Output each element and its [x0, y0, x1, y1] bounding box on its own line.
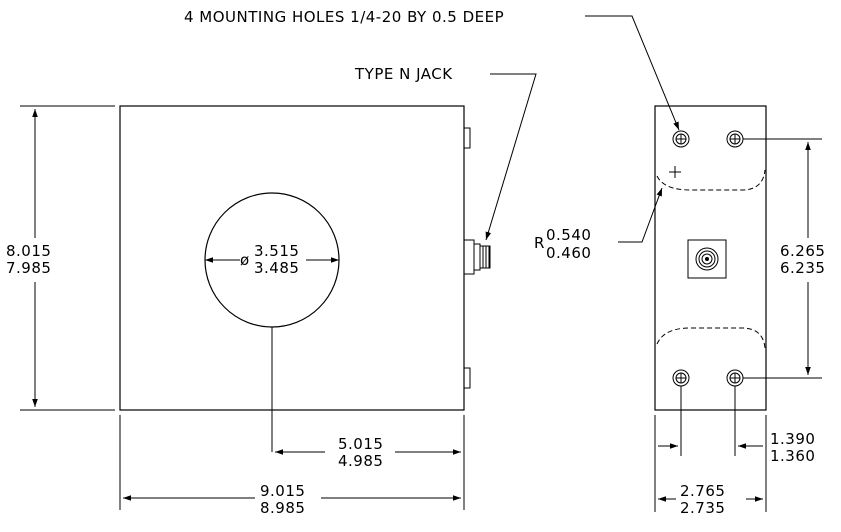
mounting-holes-label: 4 MOUNTING HOLES 1/4-20 BY 0.5 DEEP: [184, 8, 504, 26]
mounting-holes-callout: 4 MOUNTING HOLES 1/4-20 BY 0.5 DEEP: [184, 8, 680, 131]
upper-relief: [656, 169, 766, 191]
radius-upper: 0.540: [546, 226, 591, 244]
width-lower: 8.985: [260, 499, 305, 517]
width-upper: 9.015: [260, 482, 305, 500]
radius-prefix: R: [534, 234, 545, 252]
mounting-hole-top-right: [726, 130, 744, 148]
hole-spacing-upper: 6.265: [780, 242, 825, 260]
height-lower: 7.985: [6, 259, 51, 277]
mounting-hole-top-left: [672, 130, 690, 148]
mounting-hole-bottom-right: [726, 369, 744, 387]
n-jack-face: [687, 239, 727, 279]
bore-offset-lower: 4.985: [338, 452, 383, 470]
radius-callout: R 0.540 0.460: [534, 187, 663, 262]
front-view: ø 3.515 3.485 8.015 7.985 5.015 4.985 9.…: [6, 105, 491, 518]
radius-lower: 0.460: [546, 244, 591, 262]
n-jack-connector: [463, 239, 491, 275]
side-width-upper: 2.765: [680, 482, 725, 500]
bore-dia-lower: 3.485: [254, 259, 299, 277]
upper-tab: [463, 127, 471, 149]
side-view: R 0.540 0.460 6.265 6.235 1.390 1.360 2.…: [534, 105, 825, 518]
hole-edge-upper: 1.390: [770, 430, 815, 448]
hole-spacing-lower: 6.235: [780, 259, 825, 277]
lower-tab: [463, 367, 471, 389]
side-body-outline: [654, 105, 767, 411]
type-n-jack-label: TYPE N JACK: [354, 65, 453, 83]
side-width-lower: 2.735: [680, 499, 725, 517]
diameter-symbol: ø: [240, 251, 250, 269]
height-upper: 8.015: [6, 242, 51, 260]
lower-relief: [656, 327, 766, 349]
hole-edge-lower: 1.360: [770, 447, 815, 465]
bore-offset-upper: 5.015: [338, 435, 383, 453]
mounting-hole-bottom-left: [672, 369, 690, 387]
plus-mark: [669, 166, 681, 178]
type-n-jack-callout: TYPE N JACK: [354, 65, 537, 241]
bore-dia-upper: 3.515: [254, 242, 299, 260]
